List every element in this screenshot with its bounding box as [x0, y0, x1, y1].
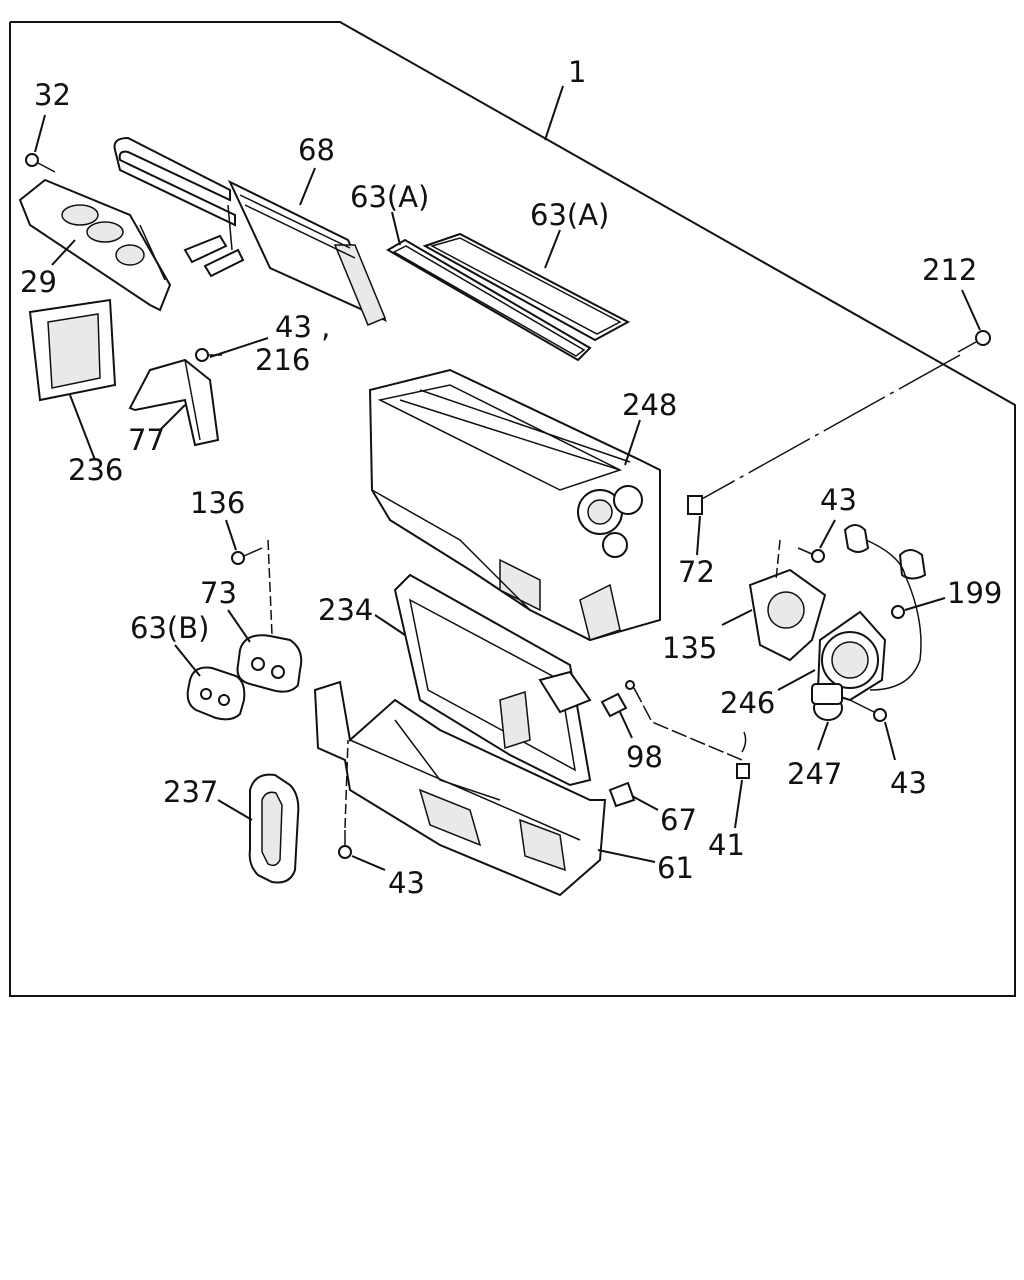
leader-63a-2	[544, 229, 561, 269]
screw-part-43-bottom	[338, 830, 352, 859]
harness-part-199	[843, 524, 927, 691]
clip-part-67	[608, 781, 636, 808]
dashline-135	[775, 539, 781, 581]
leader-234	[374, 614, 406, 636]
callout-63a-left: 63(A)	[350, 180, 429, 214]
gasket-part-63b	[186, 666, 246, 721]
leader-199	[904, 597, 946, 611]
callout-73: 73	[200, 576, 237, 610]
callout-68: 68	[298, 133, 335, 167]
lower-case-part-61	[313, 680, 607, 897]
bracket-part-77	[128, 358, 220, 447]
seal-part-236	[28, 298, 117, 402]
callout-248: 248	[622, 388, 677, 422]
leader-1	[544, 85, 564, 141]
assembly-frame	[9, 21, 1016, 997]
leader-29	[51, 239, 76, 266]
callout-246: 246	[720, 686, 775, 720]
leader-135	[721, 609, 753, 626]
callout-212: 212	[922, 253, 977, 287]
callout-234: 234	[318, 593, 373, 627]
motor-part-247	[811, 683, 843, 721]
callout-32: 32	[34, 78, 71, 112]
sensor-part-41	[736, 731, 750, 779]
leader-43-top-right	[819, 519, 836, 549]
heater-core-part-68	[113, 136, 388, 326]
leader-72	[696, 515, 701, 556]
leader-247	[817, 721, 829, 751]
dashline-136	[267, 539, 273, 636]
evaporator-part-234	[393, 573, 592, 787]
leader-41	[734, 779, 743, 829]
callout-236: 236	[68, 453, 123, 487]
leader-61	[597, 849, 656, 863]
leader-67	[631, 795, 659, 811]
callout-216: 216	[255, 343, 310, 377]
callout-67: 67	[660, 803, 697, 837]
callout-135: 135	[662, 631, 717, 665]
leader-77	[159, 404, 186, 431]
leader-43-216	[209, 337, 269, 358]
callout-63b: 63(B)	[130, 611, 209, 645]
seal-part-237	[248, 773, 300, 884]
grommet-part-73	[236, 634, 303, 693]
clip-part-98	[600, 680, 635, 718]
leader-63b	[174, 644, 201, 677]
callout-41: 41	[708, 828, 745, 862]
actuator-part-135	[748, 568, 827, 662]
leader-136	[225, 519, 237, 551]
bolt-part-32	[25, 153, 56, 173]
leader-43-right	[884, 721, 896, 761]
dashline-98	[633, 687, 743, 761]
leader-246	[777, 669, 816, 691]
callout-1: 1	[568, 55, 586, 89]
leader-32	[34, 114, 46, 153]
leader-98	[619, 711, 633, 739]
callout-136: 136	[190, 486, 245, 520]
callout-61: 61	[657, 851, 694, 885]
gasket-part-63a-right	[422, 232, 631, 342]
duct-part-29	[18, 178, 172, 312]
motor-housing-part-246	[816, 610, 887, 702]
dashline-43-bottom	[344, 739, 349, 829]
dashline-212	[699, 354, 961, 501]
callout-247: 247	[787, 757, 842, 791]
clip-part-72	[687, 495, 703, 515]
leader-73	[227, 609, 251, 643]
screw-part-43-right	[849, 699, 887, 722]
callout-98: 98	[626, 740, 663, 774]
leader-43-bottom	[351, 855, 386, 871]
callout-29: 29	[20, 265, 57, 299]
callout-63a-right: 63(A)	[530, 198, 609, 232]
screw-part-43-top-right	[797, 547, 825, 563]
leader-68	[299, 167, 316, 206]
callout-199: 199	[947, 576, 1002, 610]
callout-237: 237	[163, 775, 218, 809]
bolt-part-212	[957, 330, 991, 353]
leader-237	[217, 799, 253, 821]
callout-77: 77	[128, 423, 165, 457]
callout-43-216: 43 ,	[275, 310, 330, 344]
case-part-248	[368, 368, 661, 642]
leader-248	[624, 419, 641, 466]
callout-72: 72	[678, 555, 715, 589]
leader-63a-1	[391, 211, 401, 246]
leader-236	[69, 394, 96, 461]
screw-part-136	[231, 547, 263, 565]
callout-43-right: 43	[890, 766, 927, 800]
leader-212	[961, 289, 981, 331]
callout-43-bottom: 43	[388, 866, 425, 900]
callout-43-top-right: 43	[820, 483, 857, 517]
